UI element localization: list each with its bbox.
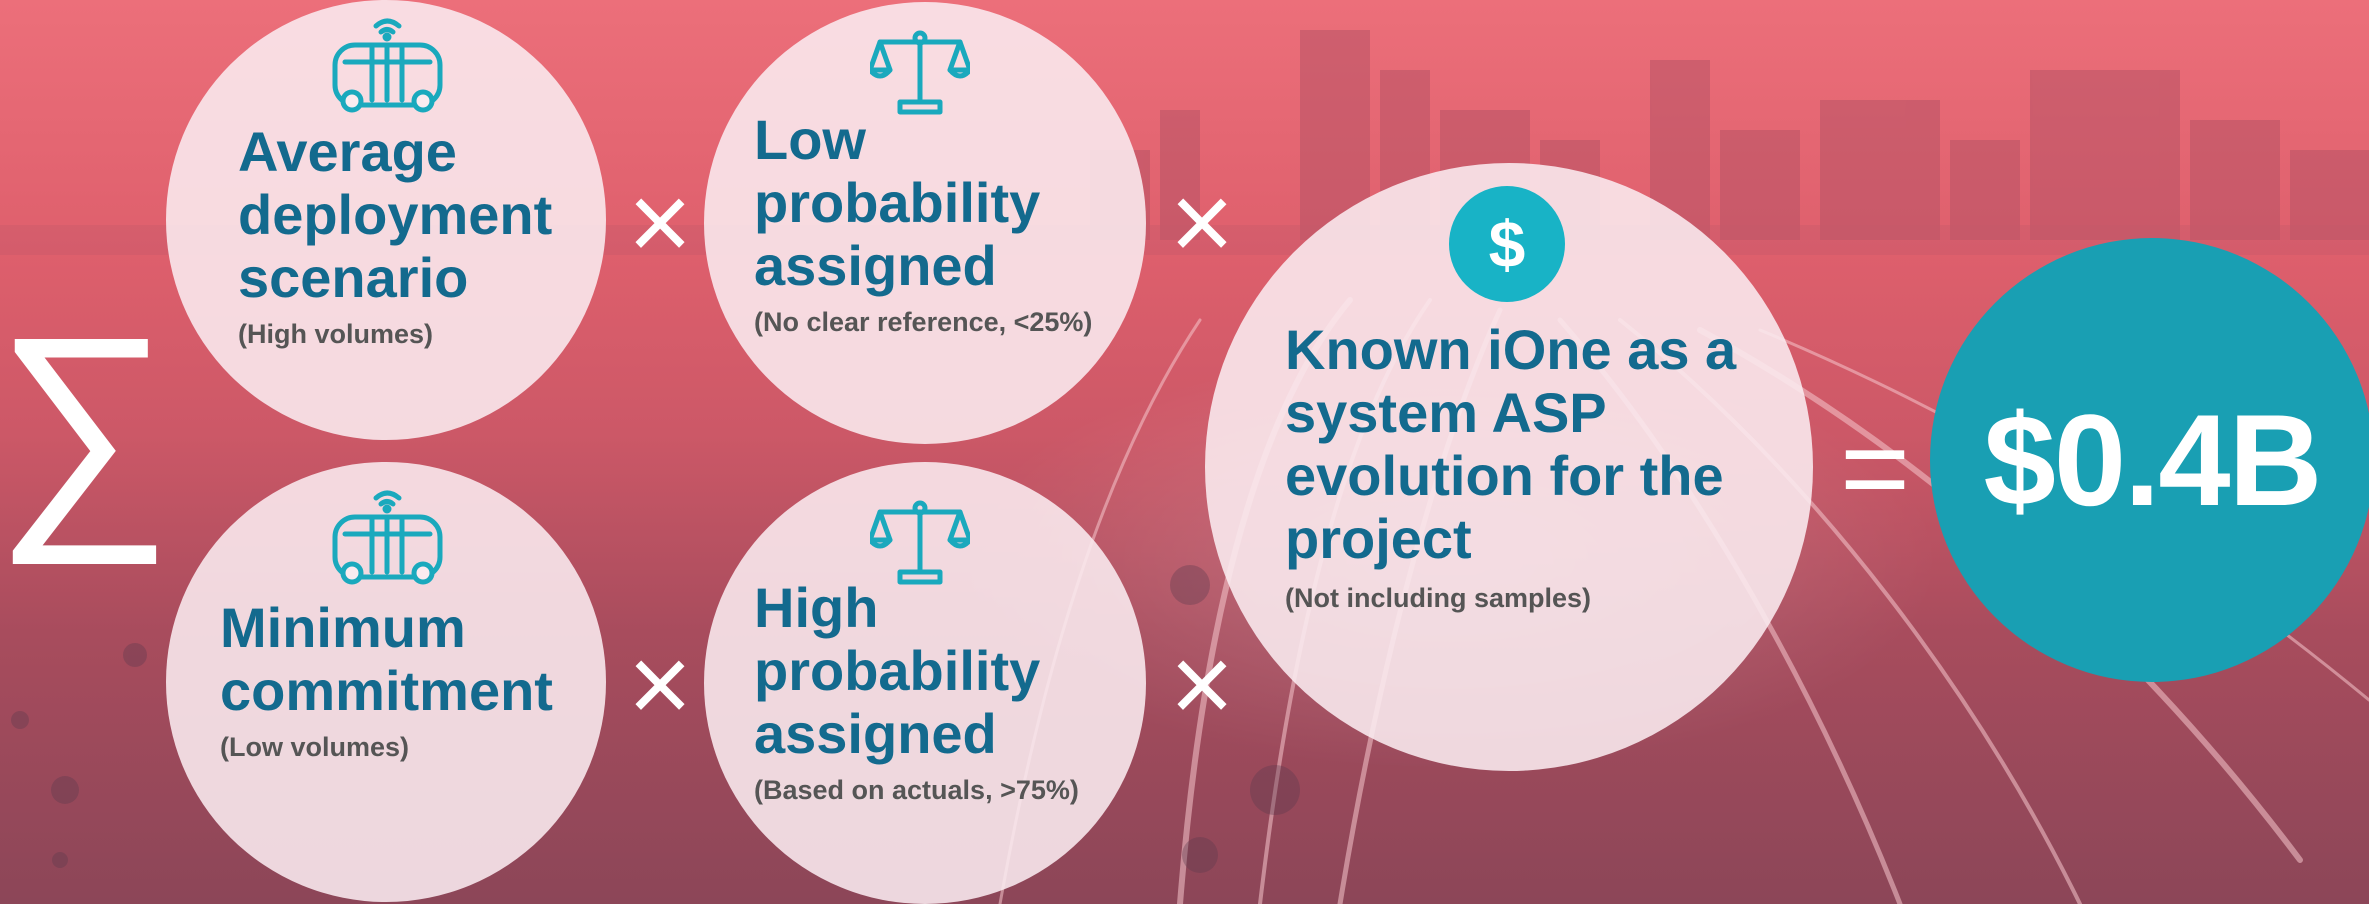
title-line: probability (754, 639, 1041, 702)
minimum-commitment-subtitle: (Low volumes) (220, 732, 410, 762)
title-line: assigned (754, 702, 997, 765)
result-circle: $0.4B (1930, 238, 2369, 682)
low-probability-title: Low probability assigned (754, 108, 1040, 297)
title-line: Known iOne as a (1285, 318, 1737, 381)
result-value: $0.4B (1983, 387, 2323, 533)
title-line: project (1285, 507, 1472, 570)
asp-evolution-subtitle: (Not including samples) (1285, 583, 1592, 613)
title-line: High (754, 576, 879, 639)
sum-sign: ∑ (0, 285, 173, 564)
average-deployment-title: Average deployment scenario (238, 120, 552, 309)
title-line: Average (238, 120, 457, 183)
title-line: Low (754, 108, 866, 171)
balance-scale-icon (870, 500, 970, 585)
minimum-commitment-title: Minimum commitment (220, 596, 553, 722)
high-probability-subtitle: (Based on actuals, >75%) (754, 775, 1079, 805)
asp-evolution-title: Known iOne as a system ASP evolution for… (1285, 318, 1736, 570)
title-line: system ASP (1285, 381, 1607, 444)
low-probability-circle (704, 2, 1146, 444)
autonomous-bus-icon (332, 18, 443, 113)
title-line: evolution for the (1285, 444, 1724, 507)
high-probability-title: High probability assigned (754, 576, 1040, 765)
balance-scale-icon (870, 30, 970, 115)
multiply-sign: × (1169, 623, 1235, 746)
title-line: assigned (754, 234, 997, 297)
dollar-icon: $ (1449, 186, 1565, 302)
autonomous-bus-icon (332, 490, 443, 585)
multiply-sign: × (627, 623, 693, 746)
multiply-sign: × (627, 161, 693, 284)
title-line: deployment (238, 183, 553, 246)
title-line: probability (754, 171, 1041, 234)
title-line: scenario (238, 246, 469, 309)
low-probability-subtitle: (No clear reference, <25%) (754, 307, 1093, 337)
multiply-sign: × (1169, 161, 1235, 284)
average-deployment-subtitle: (High volumes) (238, 319, 434, 349)
title-line: Minimum (220, 596, 466, 659)
high-probability-circle (704, 462, 1146, 904)
equals-sign: = (1839, 401, 1911, 535)
title-line: commitment (220, 659, 553, 722)
